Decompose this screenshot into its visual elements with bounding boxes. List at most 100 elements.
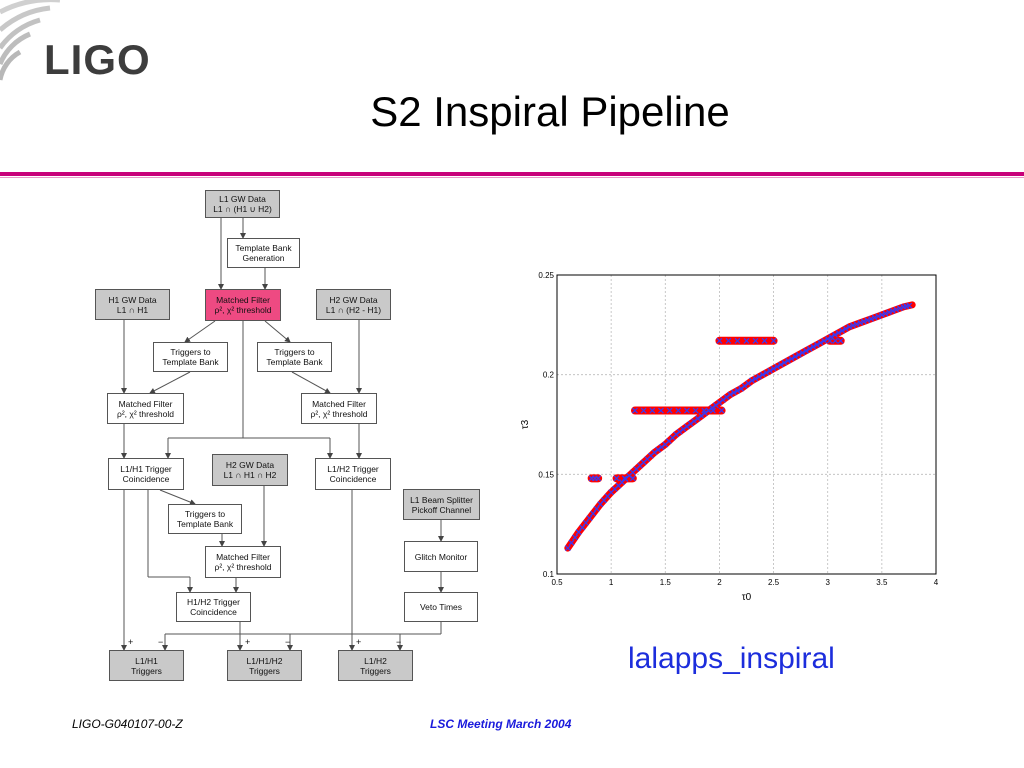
- data-point: [806, 345, 813, 352]
- data-point: [718, 407, 725, 414]
- data-point: [701, 407, 708, 414]
- data-point: [837, 337, 844, 344]
- data-point: [640, 407, 647, 414]
- data-point: [821, 337, 828, 344]
- y-tick-label: 0.15: [538, 470, 554, 479]
- data-point: [777, 361, 784, 368]
- data-point: [761, 337, 768, 344]
- sign-minus-2: −: [285, 637, 291, 647]
- data-point: [864, 317, 871, 324]
- ligo-logo: LIGO: [0, 0, 170, 110]
- data-point: [763, 369, 770, 376]
- data-point: [683, 407, 690, 414]
- data-point: [725, 337, 732, 344]
- data-point: [826, 337, 833, 344]
- data-point: [680, 426, 687, 433]
- y-tick-label: 0.25: [538, 271, 554, 280]
- x-tick-label: 1.5: [660, 578, 672, 587]
- plot-grid: [557, 275, 936, 574]
- data-point: [694, 415, 701, 422]
- data-point: [770, 365, 777, 372]
- data-point: [875, 313, 882, 320]
- node-glitch-monitor: Glitch Monitor: [404, 541, 478, 572]
- logo-arcs: [0, 0, 60, 81]
- x-tick-label: 4: [934, 578, 939, 587]
- y-axis-label: τ3: [520, 419, 531, 429]
- data-point: [734, 337, 741, 344]
- footer-document-id: LIGO-G040107-00-Z: [72, 717, 183, 731]
- data-point: [850, 322, 856, 329]
- data-point: [792, 353, 799, 360]
- data-point: [658, 444, 665, 451]
- data-point: [799, 349, 806, 356]
- data-point: [813, 341, 820, 348]
- data-point: [657, 407, 664, 414]
- data-point: [720, 396, 726, 403]
- header-divider: [0, 172, 1024, 176]
- page-title: S2 Inspiral Pipeline: [370, 88, 730, 135]
- x-tick-label: 3.5: [876, 578, 888, 587]
- data-point: [767, 367, 773, 374]
- data-point: [878, 311, 885, 318]
- data-point: [568, 539, 575, 546]
- data-point: [632, 407, 638, 414]
- data-point: [788, 355, 795, 362]
- data-point: [906, 302, 913, 309]
- data-point: [860, 318, 867, 325]
- data-point: [649, 407, 656, 414]
- data-point: [698, 412, 705, 419]
- data-point: [734, 387, 741, 394]
- data-point: [831, 331, 838, 338]
- data-point: [795, 351, 802, 358]
- data-point: [759, 371, 766, 378]
- data-point: [595, 475, 602, 482]
- data-point: [723, 394, 730, 401]
- data-point: [857, 319, 864, 326]
- data-point: [593, 505, 600, 512]
- x-tick-label: 0.5: [551, 578, 563, 587]
- data-point: [590, 510, 597, 517]
- data-point: [756, 373, 763, 380]
- series-plateaus: [587, 336, 845, 483]
- data-point: [586, 515, 593, 522]
- data-point: [832, 337, 839, 344]
- logo-text: LIGO: [44, 36, 151, 83]
- data-point: [752, 337, 759, 344]
- data-point: [846, 323, 853, 330]
- footer-meeting: LSC Meeting March 2004: [430, 717, 572, 731]
- data-point: [853, 321, 860, 328]
- data-point: [893, 306, 900, 313]
- data-point: [621, 475, 628, 482]
- data-point: [896, 305, 903, 312]
- y-tick-label: 0.2: [543, 371, 555, 380]
- x-tick-label: 3: [825, 578, 830, 587]
- data-point: [673, 431, 680, 438]
- data-point: [889, 307, 896, 314]
- data-point: [712, 402, 719, 409]
- data-point: [835, 329, 842, 336]
- data-point: [613, 475, 620, 482]
- data-point: [572, 534, 579, 541]
- code-caption: lalapps_inspiral: [628, 642, 835, 675]
- sign-plus-3: +: [356, 637, 362, 647]
- data-point: [575, 529, 582, 536]
- data-point: [803, 347, 810, 354]
- data-point: [781, 359, 788, 366]
- data-point: [705, 407, 712, 414]
- sign-plus-2: +: [245, 637, 251, 647]
